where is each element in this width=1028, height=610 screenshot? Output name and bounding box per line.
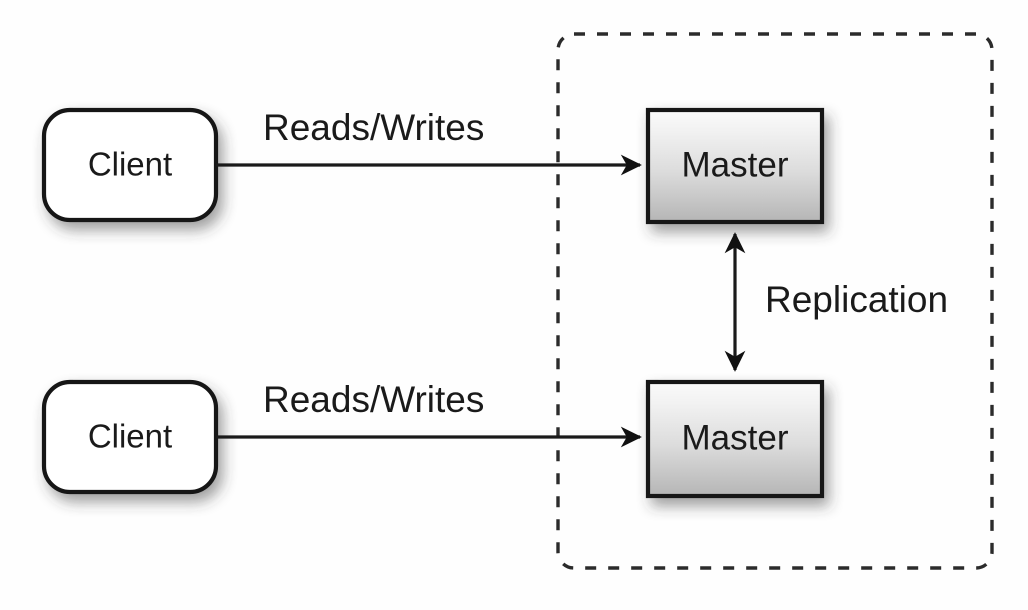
master-top-label: Master xyxy=(682,145,789,184)
node-master-top[interactable] xyxy=(645,107,825,225)
master-bottom-label: Master xyxy=(682,418,789,457)
node-master-bottom[interactable] xyxy=(645,379,825,499)
master-top-shape xyxy=(645,107,825,225)
edge-reads-writes-bottom-label: Reads/Writes xyxy=(263,379,484,420)
client-bottom-label: Client xyxy=(88,418,172,455)
master-bottom-shape xyxy=(645,379,825,499)
edge-replication-label: Replication xyxy=(765,279,948,320)
replication-cluster-boundary xyxy=(556,32,994,570)
edge-reads-writes-top-label: Reads/Writes xyxy=(263,107,484,148)
client-top-label: Client xyxy=(88,146,172,183)
